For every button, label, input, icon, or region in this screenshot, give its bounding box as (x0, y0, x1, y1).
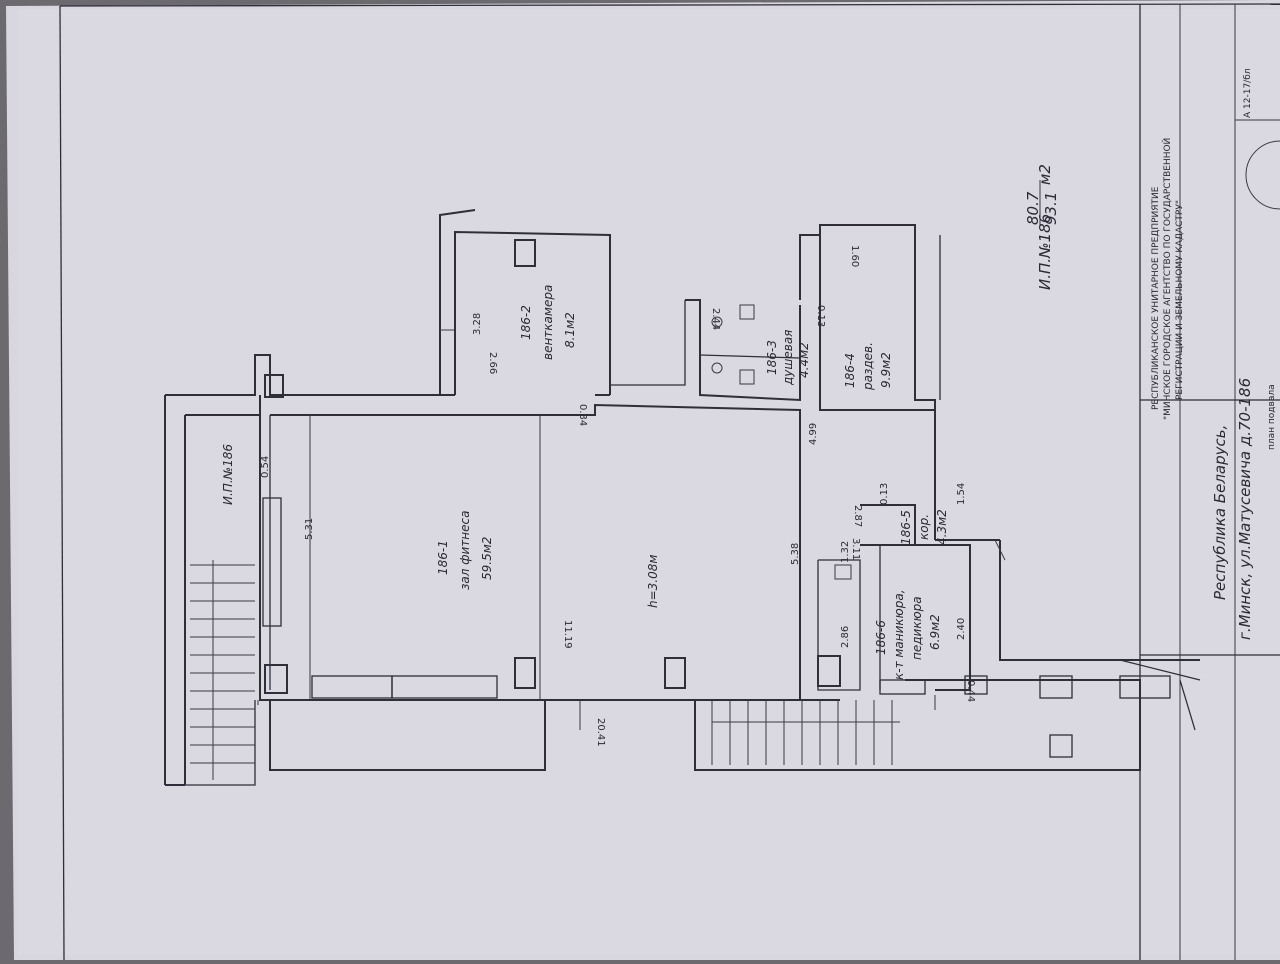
dim-0-44: 0.44 (965, 680, 976, 702)
shower-fixtures (711, 304, 852, 580)
room-id: 186-3 (765, 340, 779, 375)
dim-0-13-b: 0.13 (879, 483, 890, 505)
room-id: 186-5 (899, 510, 913, 545)
columns (262, 239, 1171, 758)
title-code: А 12-17/бл (1243, 68, 1253, 118)
room-186-3: 186-3 душевая 4.4м2 (765, 330, 811, 386)
dim-2-44: 2.44 (710, 308, 721, 330)
dim-0-13-a: 0.13 (815, 305, 826, 327)
dim-11-19: 11.19 (562, 620, 573, 649)
dim-2-66: 2.66 (487, 352, 498, 374)
room-id: 186-1 (436, 540, 450, 575)
room-id: 186-4 (843, 353, 857, 388)
dim-1-32: 1.32 (840, 541, 851, 563)
room-name: венткамера (541, 285, 555, 360)
building-walls (164, 209, 1201, 786)
ip-summary-unit: м2 (1036, 164, 1054, 185)
dim-5-38: 5.38 (790, 543, 801, 565)
room-area: 59.5м2 (480, 537, 494, 580)
title-address: г.Минск, ул.Матусевича д.70-186 (1236, 378, 1254, 640)
room-area: 8.1м2 (563, 312, 577, 348)
room-186-6: 186-6 к-т маникюра, педикюра 6.9м2 (874, 589, 942, 680)
dimension-lines (257, 329, 1006, 730)
title-block: РЕСПУБЛИКАНСКОЕ УНИТАРНОЕ ПРЕДПРИЯТИЕ "М… (1139, 4, 1280, 960)
dim-2-86: 2.86 (840, 626, 851, 648)
room-186-5: 186-5 кор. 4.3м2 (899, 509, 949, 545)
room-name: раздев. (861, 342, 875, 391)
room-id: 186-6 (874, 620, 888, 655)
room-id: 186-2 (519, 305, 533, 340)
dim-0-34: 0.34 (577, 404, 588, 426)
dim-0-54: 0.54 (260, 456, 271, 478)
room-name: зал фитнеса (458, 511, 472, 590)
title-country: Республика Беларусь, (1211, 425, 1229, 600)
room-186-4: 186-4 раздев. 9.9м2 (843, 342, 893, 391)
dim-1-60: 1.60 (849, 245, 860, 267)
room-area: 9.9м2 (879, 352, 893, 388)
room-area: 6.9м2 (928, 614, 942, 650)
org-line-3: РЕГИСТРАЦИИ И ЗЕМЕЛЬНОМУ КАДАСТРУ" (1175, 200, 1185, 400)
room-186-2: 186-2 венткамера 8.1м2 (519, 285, 577, 360)
shower-head-icon (711, 316, 723, 328)
room-name-line-2: педикюра (910, 596, 924, 660)
room-name-line-1: к-т маникюра, (892, 589, 906, 680)
stamp-seal (1245, 140, 1280, 210)
room-name: душевая (781, 330, 795, 386)
org-line-2: "МИНСКОЕ ГОРОДСКОЕ АГЕНТСТВО ПО ГОСУДАРС… (1161, 138, 1173, 420)
dim-1-54: 1.54 (956, 483, 967, 505)
dim-20-41: 20.41 (595, 718, 606, 747)
room-area: 4.3м2 (935, 509, 949, 545)
staircase-right (711, 700, 900, 765)
staircase-left (190, 560, 255, 780)
ip-summary: И.П.№186 80.7 93.1 м2 (1024, 164, 1060, 290)
dimension-texts: 20.41 11.19 5.31 5.38 0.54 3.28 2.66 0.3… (260, 245, 976, 747)
ip-summary-label: И.П.№186 (1036, 214, 1054, 290)
shower-head-icon (711, 362, 723, 374)
ip-summary-den: 93.1 (1042, 192, 1060, 225)
dim-3-11: 3.11 (850, 538, 861, 560)
room-area: 4.4м2 (797, 342, 811, 378)
ip-label-left: И.П.№186 (221, 444, 235, 505)
title-plan: план подвала (1267, 384, 1277, 450)
dim-5-31: 5.31 (304, 518, 315, 540)
dim-3-28: 3.28 (472, 313, 483, 335)
org-line-1: РЕСПУБЛИКАНСКОЕ УНИТАРНОЕ ПРЕДПРИЯТИЕ (1151, 186, 1161, 410)
dim-4-99: 4.99 (808, 423, 819, 445)
ip-summary-num: 80.7 (1024, 191, 1042, 225)
room-186-1: 186-1 зал фитнеса 59.5м2 h=3.08м (436, 511, 660, 608)
room-name: кор. (917, 514, 931, 540)
ceiling-height: h=3.08м (646, 555, 660, 608)
dim-2-87: 2.87 (852, 505, 863, 527)
dim-2-40: 2.40 (956, 618, 967, 640)
